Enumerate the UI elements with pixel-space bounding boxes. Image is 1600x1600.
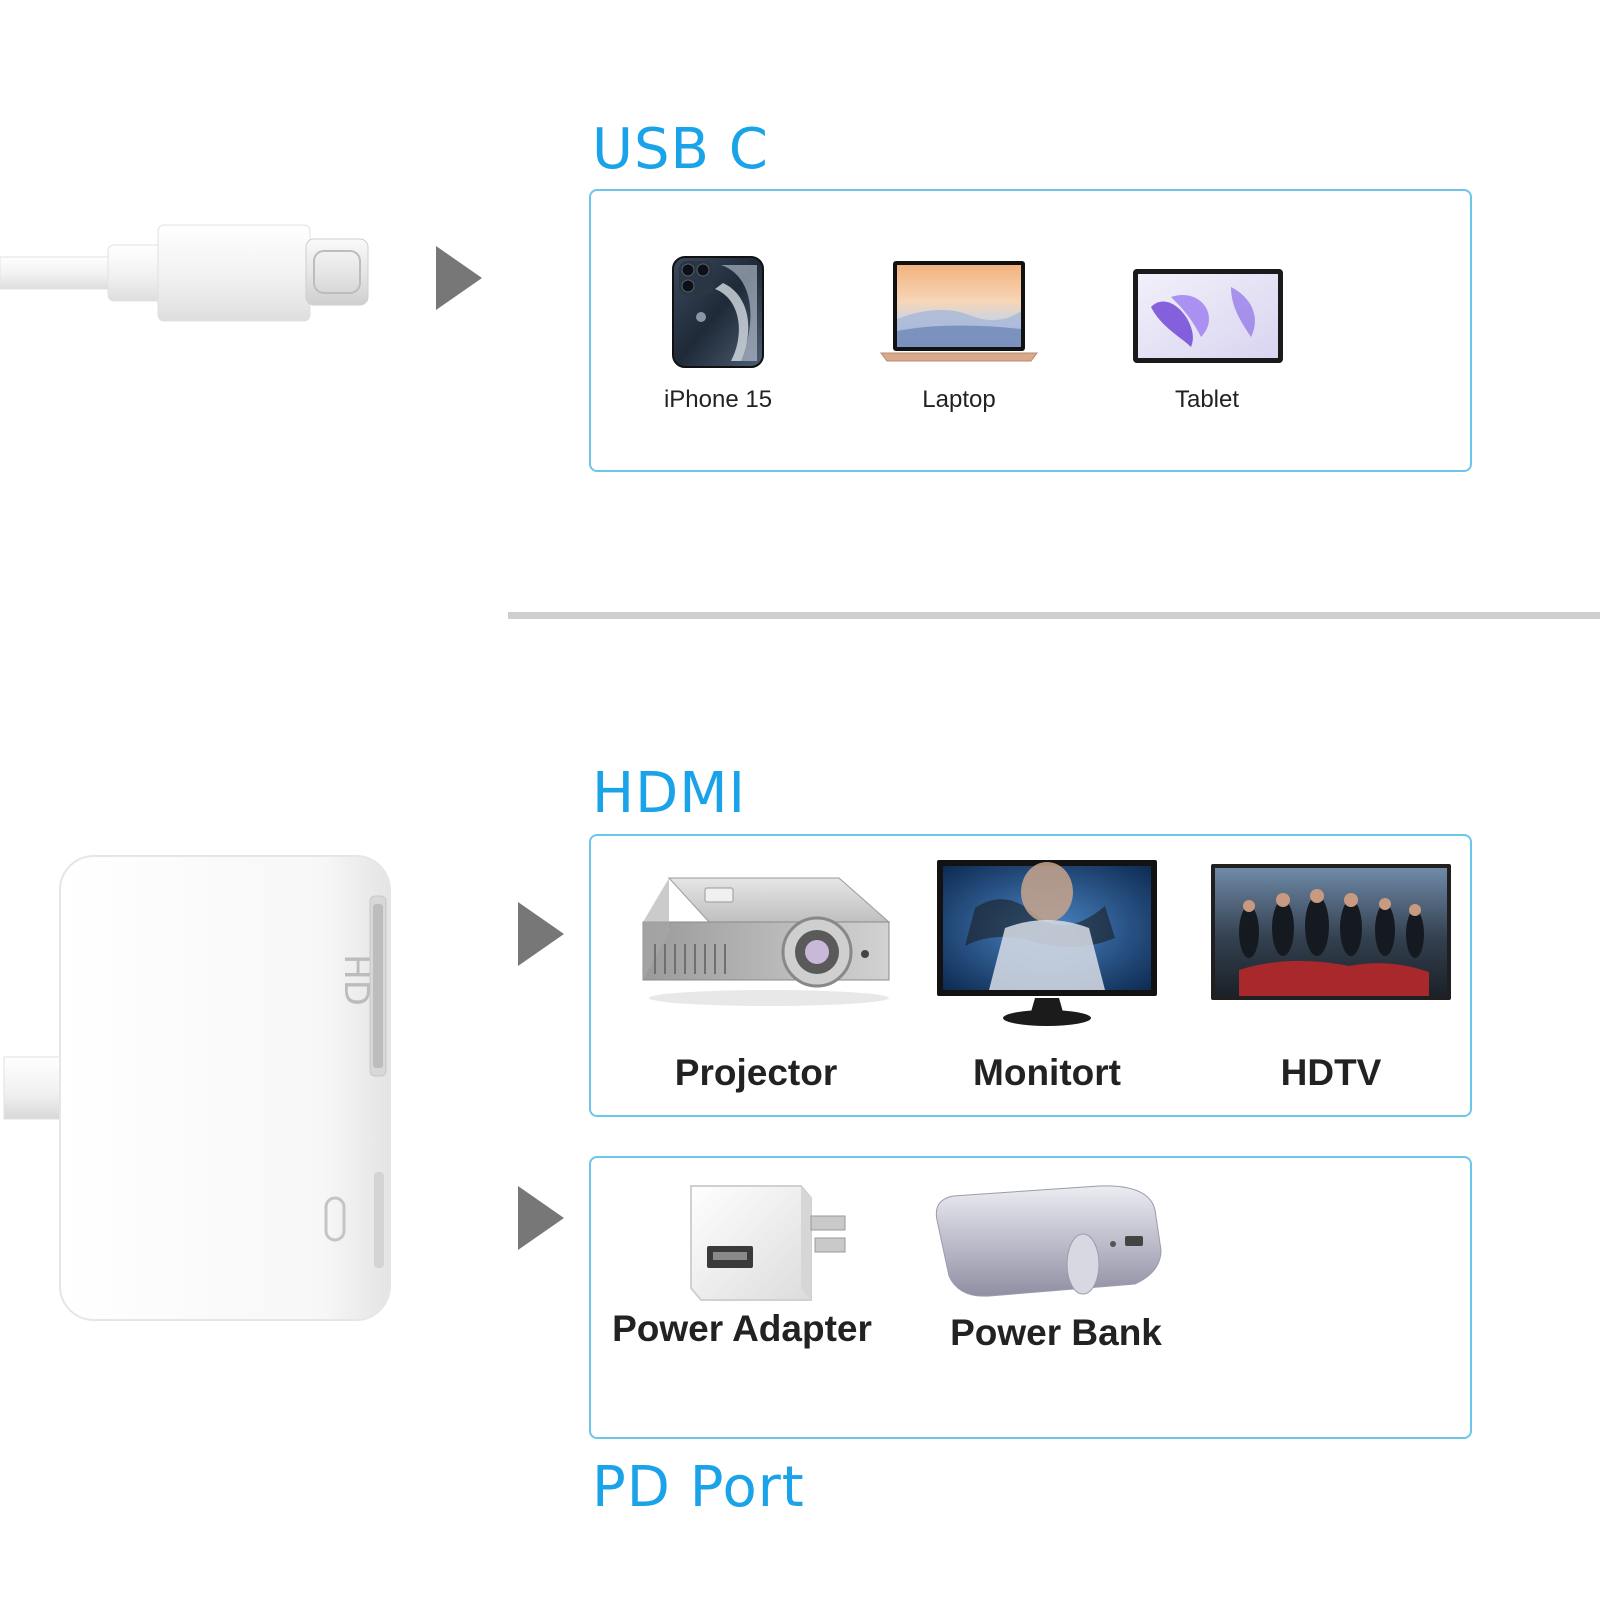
- device-label: Projector: [674, 1052, 838, 1093]
- power-adapter-icon: [690, 1185, 846, 1301]
- tablet-icon: [1133, 269, 1283, 363]
- usb-c-devices-panel: iPhone 15 Laptop Tablet: [589, 189, 1472, 472]
- device-label: Laptop: [922, 386, 996, 413]
- device-label: iPhone 15: [663, 386, 773, 413]
- device-label: Power Bank: [950, 1312, 1162, 1353]
- device-label: Tablet: [1174, 386, 1240, 413]
- arrow-hdmi: [518, 902, 564, 966]
- pd-port-devices-panel: Power Adapter Power Bank: [589, 1156, 1472, 1439]
- hdmi-title: HDMI: [592, 761, 747, 826]
- hd-port-marking: HD: [336, 954, 376, 1006]
- usb-c-connector-image: [0, 224, 369, 322]
- device-label: Monitort: [973, 1052, 1121, 1093]
- power-bank-icon: [935, 1185, 1162, 1297]
- hdmi-devices-panel: Projector Monitort: [589, 834, 1472, 1117]
- pd-port-title: PD Port: [592, 1455, 805, 1520]
- usb-c-title: USB C: [592, 117, 769, 182]
- arrow-pd-port: [518, 1186, 564, 1250]
- smartphone-icon: [672, 256, 764, 368]
- projector-icon: [642, 877, 891, 1006]
- monitor-icon: [937, 860, 1157, 1026]
- tv-icon: [1211, 864, 1451, 1000]
- adapter-image: HD: [3, 855, 391, 1321]
- device-label: Power Adapter: [612, 1308, 872, 1349]
- section-divider: [508, 612, 1600, 619]
- device-label: HDTV: [1280, 1052, 1382, 1093]
- laptop-icon: [880, 261, 1038, 362]
- arrow-usb-c: [436, 246, 482, 310]
